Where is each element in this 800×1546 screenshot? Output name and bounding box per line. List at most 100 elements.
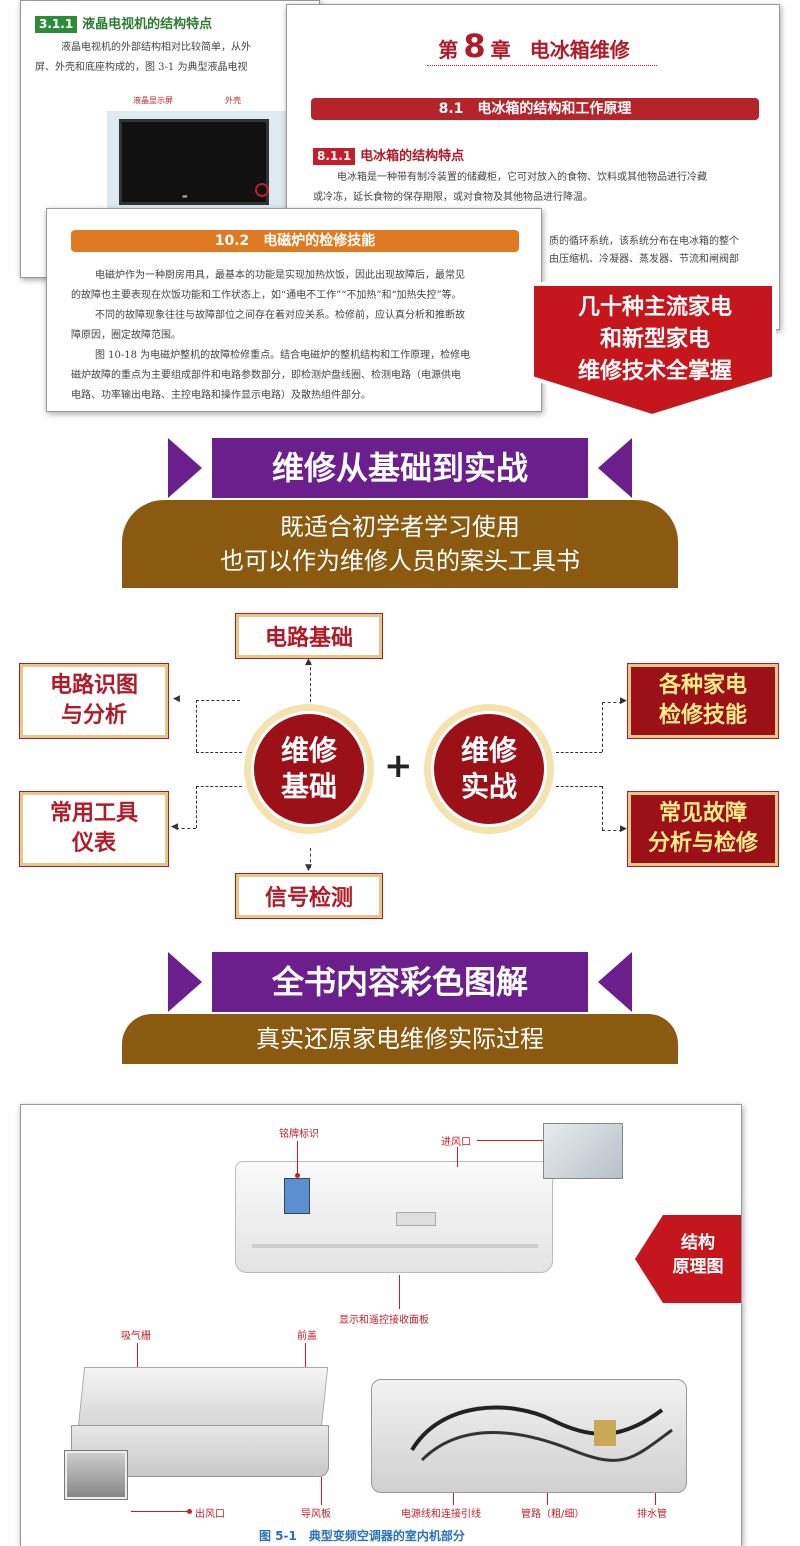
cooker-text-line: 电路、功率输出电路、主控电路和操作显示电路）及散热组件部分。 <box>71 390 371 401</box>
leader-line <box>457 1147 458 1167</box>
banner-title: 全书内容彩色图解 <box>212 952 588 1012</box>
tv-section-heading: 3.1.1 液晶电视机的结构特点 <box>35 13 212 33</box>
section-title: 电冰箱的结构特点 <box>360 149 465 164</box>
section-title: 液晶电视机的结构特点 <box>82 17 213 32</box>
badge-line: 结构 <box>681 1233 715 1253</box>
structure-badge: 结构 原理图 <box>665 1231 731 1279</box>
fridge-text-line: 电冰箱是一种带有制冷装置的储藏柜，它可对放入的食物、饮料或其他物品进行冷藏 <box>337 172 707 183</box>
connector-line <box>196 700 197 752</box>
tv-photo: ▬ <box>107 111 287 211</box>
outlet-detail-photo <box>64 1450 128 1500</box>
badge-line: 和新型家电 <box>599 327 710 352</box>
front-cover <box>77 1367 329 1427</box>
topic-label: 与分析 <box>60 703 127 728</box>
banner-subtitle-line: 既适合初学者学习使用 <box>280 513 520 541</box>
leader-line <box>297 1141 298 1175</box>
arrow-up-icon: ▲ <box>305 657 312 667</box>
label-pipe: 管路（粗/细） <box>521 1509 585 1520</box>
topic-label: 电路基础 <box>264 626 353 651</box>
connector-line <box>602 830 622 831</box>
tv-brand-mark: ▬ <box>182 193 188 200</box>
cooker-text-line: 的故障也主要表现在炊饭功能和工作状态上，如“通电不工作”“不加热”和“加热失控”… <box>71 290 462 301</box>
badge-line: 维修技术全掌握 <box>577 359 732 384</box>
cooker-text-line: 不同的故障现象往往与故障部位之间存在着对应关系。检修前，应认真分析和推断故 <box>95 310 465 321</box>
label-power-cable: 电源线和连接引线 <box>401 1509 481 1520</box>
chapter-title: 电冰箱维修 <box>529 38 630 62</box>
feature-badge: 几十种主流家电 和新型家电 维修技术全掌握 <box>532 292 778 388</box>
label-air-inlet: 进风口 <box>441 1137 471 1148</box>
tv-screen: ▬ <box>119 119 269 205</box>
connector-line <box>196 786 197 828</box>
label-drain-pipe: 排水管 <box>637 1509 667 1520</box>
highlight-circle <box>255 183 269 197</box>
leader-dot <box>295 1173 300 1178</box>
section-number-tag: 3.1.1 <box>35 16 78 33</box>
tv-text-line: 屏、外壳和底座构成的，图 3-1 为典型液晶电视 <box>35 62 248 73</box>
topic-common-faults: 常见故障 分析与检修 <box>627 791 779 867</box>
connector-line <box>196 752 242 753</box>
cooker-text-line: 电磁炉作为一种厨房用具，最基本的功能是实现加热炊饭，因此出现故障后，最常见 <box>95 270 465 281</box>
circle-label: 维修 <box>280 734 337 767</box>
leader-line <box>477 1140 543 1141</box>
connector-line <box>556 752 602 753</box>
leader-line <box>305 1343 306 1367</box>
label-nameplate: 铭牌标识 <box>279 1129 319 1140</box>
structure-badge-shape <box>635 1215 741 1303</box>
leader-line <box>399 1275 400 1309</box>
label-display-panel: 显示和遥控接收面板 <box>339 1315 429 1326</box>
circle-label: 维修 <box>460 734 517 767</box>
topic-label: 电路识图 <box>49 673 138 698</box>
display-panel <box>396 1212 436 1226</box>
ac-figure-page: 铭牌标识 进风口 显示和遥控接收面板 结构 原理图 吸气栅 前盖 出风口 导风板… <box>20 1104 742 1546</box>
label-lcd-screen: 液晶显示屏 <box>133 96 173 105</box>
leader-line <box>137 1343 138 1367</box>
topic-label: 检修技能 <box>658 703 747 728</box>
plus-sign: + <box>384 746 413 786</box>
topic-label: 常见故障 <box>658 801 747 826</box>
arrow-down-icon: ▼ <box>305 863 312 873</box>
chevron-right-icon <box>598 438 632 498</box>
ac-internal-photo <box>371 1379 687 1493</box>
feature-badge-shape <box>530 282 776 419</box>
label-intake-grille: 吸气栅 <box>121 1331 151 1342</box>
chapter-suffix: 章 <box>490 38 511 62</box>
leader-line <box>321 1477 322 1505</box>
ac-indoor-unit-photo <box>235 1161 553 1273</box>
cooker-page: 10.2 电磁炉的检修技能 电磁炉作为一种厨房用具，最基本的功能是实现加热炊饭，… <box>46 208 542 412</box>
leader-line <box>547 1493 548 1505</box>
connector-line <box>602 786 603 830</box>
circle-label: 基础 <box>280 770 337 803</box>
chevron-left-icon <box>168 438 202 498</box>
connector-line <box>176 828 196 829</box>
cooker-text-line: 磁炉故障的重点为主要组成部件和电路参数部分，即检测炉盘线圈、检测电路（电源供电 <box>71 370 461 381</box>
cooker-text-line: 障原因，圈定故障范围。 <box>71 330 181 341</box>
badge-line: 几十种主流家电 <box>577 295 732 320</box>
topic-label: 常用工具 <box>49 801 138 826</box>
tv-text-line: 液晶电视机的外部结构相对比较简单，从外 <box>61 42 251 53</box>
banner-title: 维修从基础到实战 <box>212 438 588 498</box>
banner-subtitle: 真实还原家电维修实际过程 <box>122 1014 678 1064</box>
connector-line <box>310 662 311 702</box>
chapter-heading: 第 8 章 电冰箱维修 <box>287 27 781 65</box>
chapter-number: 8 <box>463 27 486 65</box>
connector-line <box>602 702 603 752</box>
topic-signal-detection: 信号检测 <box>235 873 383 919</box>
badge-line: 原理图 <box>672 1257 724 1277</box>
circle-repair-practice: 维修 实战 <box>424 704 554 834</box>
banner-subtitle-line: 也可以作为维修人员的案头工具书 <box>220 547 580 575</box>
circle-label: 实战 <box>460 770 517 803</box>
air-outlet-slot <box>252 1244 538 1248</box>
cooker-text-line: 图 10-18 为电磁炉整机的故障检修重点。结合电磁炉的整机结构和工作原理，检修… <box>95 350 471 361</box>
connector-line <box>556 786 602 787</box>
topic-circuit-basics: 电路基础 <box>235 613 383 659</box>
section-bar: 10.2 电磁炉的检修技能 <box>71 230 519 252</box>
arrow-left-icon: ◀ <box>173 694 180 704</box>
topic-circuit-reading: 电路识图 与分析 <box>19 663 169 739</box>
fridge-text-line: 质的循环系统，该系统分布在电冰箱的整个 <box>549 236 739 247</box>
arrow-right-icon: ▶ <box>620 696 627 706</box>
label-shell: 外壳 <box>225 96 241 105</box>
leader-line <box>131 1511 187 1512</box>
topic-appliance-skills: 各种家电 检修技能 <box>627 663 779 739</box>
inlet-detail-photo <box>543 1123 623 1179</box>
